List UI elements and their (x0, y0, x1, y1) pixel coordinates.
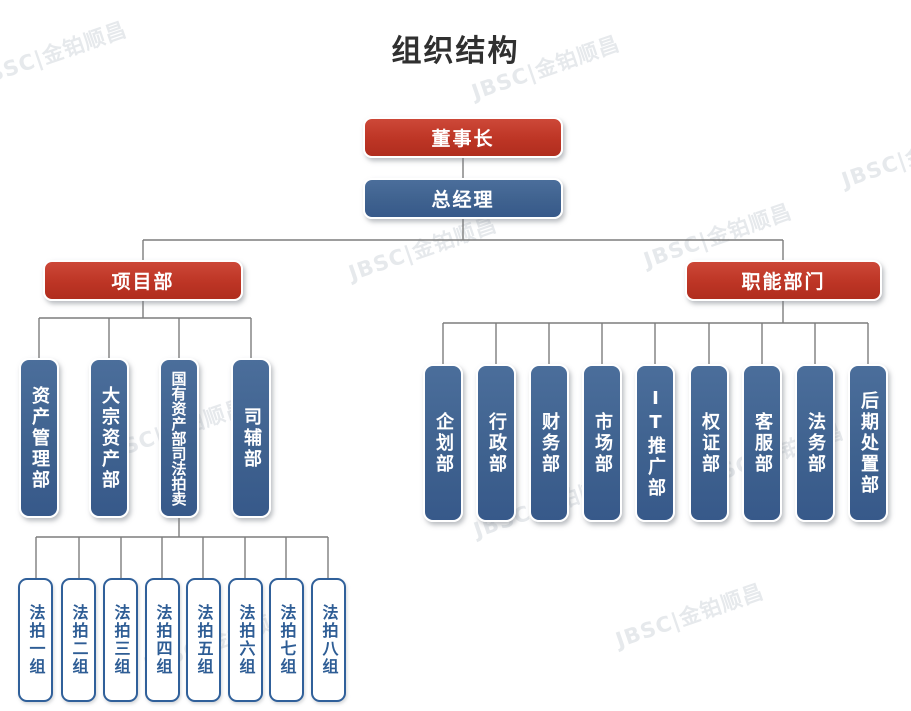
node-auction-group-3: 法拍三组 (103, 578, 138, 702)
node-warrant-dept: 权证部 (689, 364, 729, 522)
node-auction-group-4: 法拍四组 (145, 578, 180, 702)
node-marketing-dept: 市场部 (582, 364, 622, 522)
node-state-assets-judicial-auction-dept: 国有资产部司法拍卖 (159, 358, 199, 518)
node-auction-group-7: 法拍七组 (269, 578, 304, 702)
node-auction-group-6: 法拍六组 (228, 578, 263, 702)
node-post-disposal-dept: 后期处置部 (848, 364, 888, 522)
node-general-manager: 总经理 (363, 178, 563, 219)
node-bulk-assets-dept: 大宗资产部 (89, 358, 129, 518)
node-customer-service-dept: 客服部 (742, 364, 782, 522)
node-judicial-support-dept: 司辅部 (231, 358, 271, 518)
node-finance-dept: 财务部 (529, 364, 569, 522)
node-auction-group-5: 法拍五组 (186, 578, 221, 702)
node-functional-depts: 职能部门 (685, 260, 882, 301)
node-asset-management-dept: 资产管理部 (19, 358, 59, 518)
node-administration-dept: 行政部 (476, 364, 516, 522)
node-legal-affairs-dept: 法务部 (795, 364, 835, 522)
page-title: 组织结构 (391, 34, 520, 69)
node-auction-group-1: 法拍一组 (18, 578, 53, 702)
node-project-dept: 项目部 (43, 260, 243, 301)
node-auction-group-8: 法拍八组 (311, 578, 346, 702)
node-chairman: 董事长 (363, 117, 563, 158)
node-planning-dept: 企划部 (423, 364, 463, 522)
node-auction-group-2: 法拍二组 (61, 578, 96, 702)
node-it-promotion-dept: IT推广部 (635, 364, 675, 522)
